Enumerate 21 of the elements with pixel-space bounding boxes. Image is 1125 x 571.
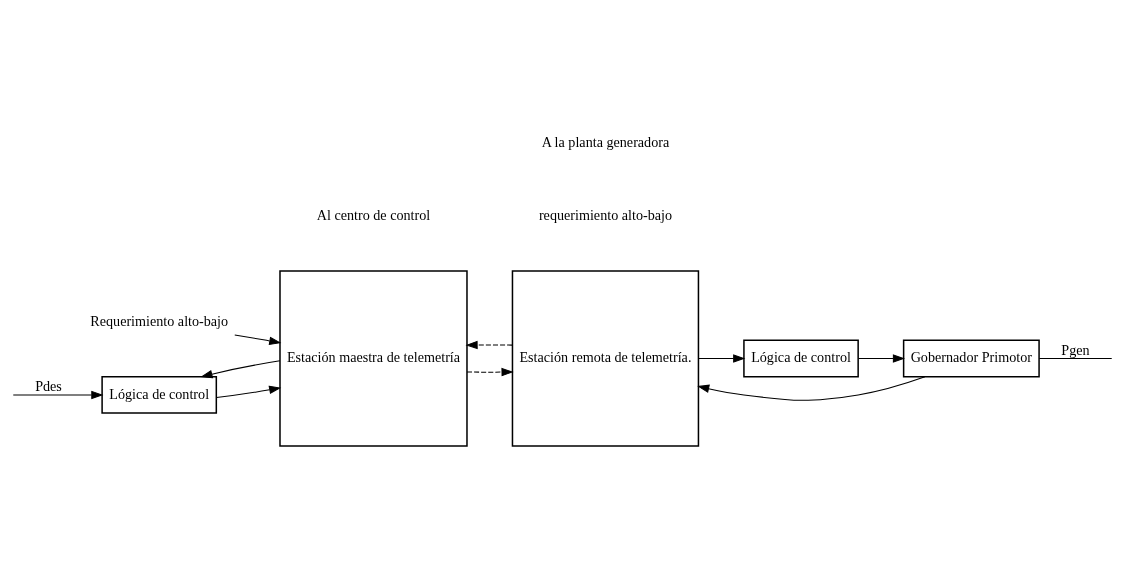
- label: requerimiento alto-bajo: [538, 206, 673, 223]
- node-box: Estación maestra de telemetría: [279, 270, 468, 447]
- node-box: Gobernador Primotor: [902, 339, 1040, 378]
- arrow: [12, 390, 104, 400]
- node-text: Requerimiento alto-bajo: [90, 312, 229, 329]
- arrow: [858, 354, 906, 363]
- arrow: [698, 354, 746, 363]
- edge-label: Pdes: [35, 378, 62, 395]
- node-box: Estación remota de telemetría.: [511, 270, 700, 447]
- connector: [1038, 358, 1113, 360]
- label: Al centro de control: [316, 206, 431, 223]
- arrow: [697, 376, 926, 401]
- arrow: [200, 360, 281, 379]
- edge-label: Pgen: [1061, 341, 1090, 358]
- arrow: [234, 334, 282, 346]
- arrow: [216, 385, 282, 398]
- node-box: Lógica de control: [101, 375, 218, 414]
- arrow: [465, 340, 513, 350]
- arrow: [466, 367, 514, 377]
- label: A la planta generadora: [541, 133, 670, 150]
- node-box: Lógica de control: [743, 339, 859, 378]
